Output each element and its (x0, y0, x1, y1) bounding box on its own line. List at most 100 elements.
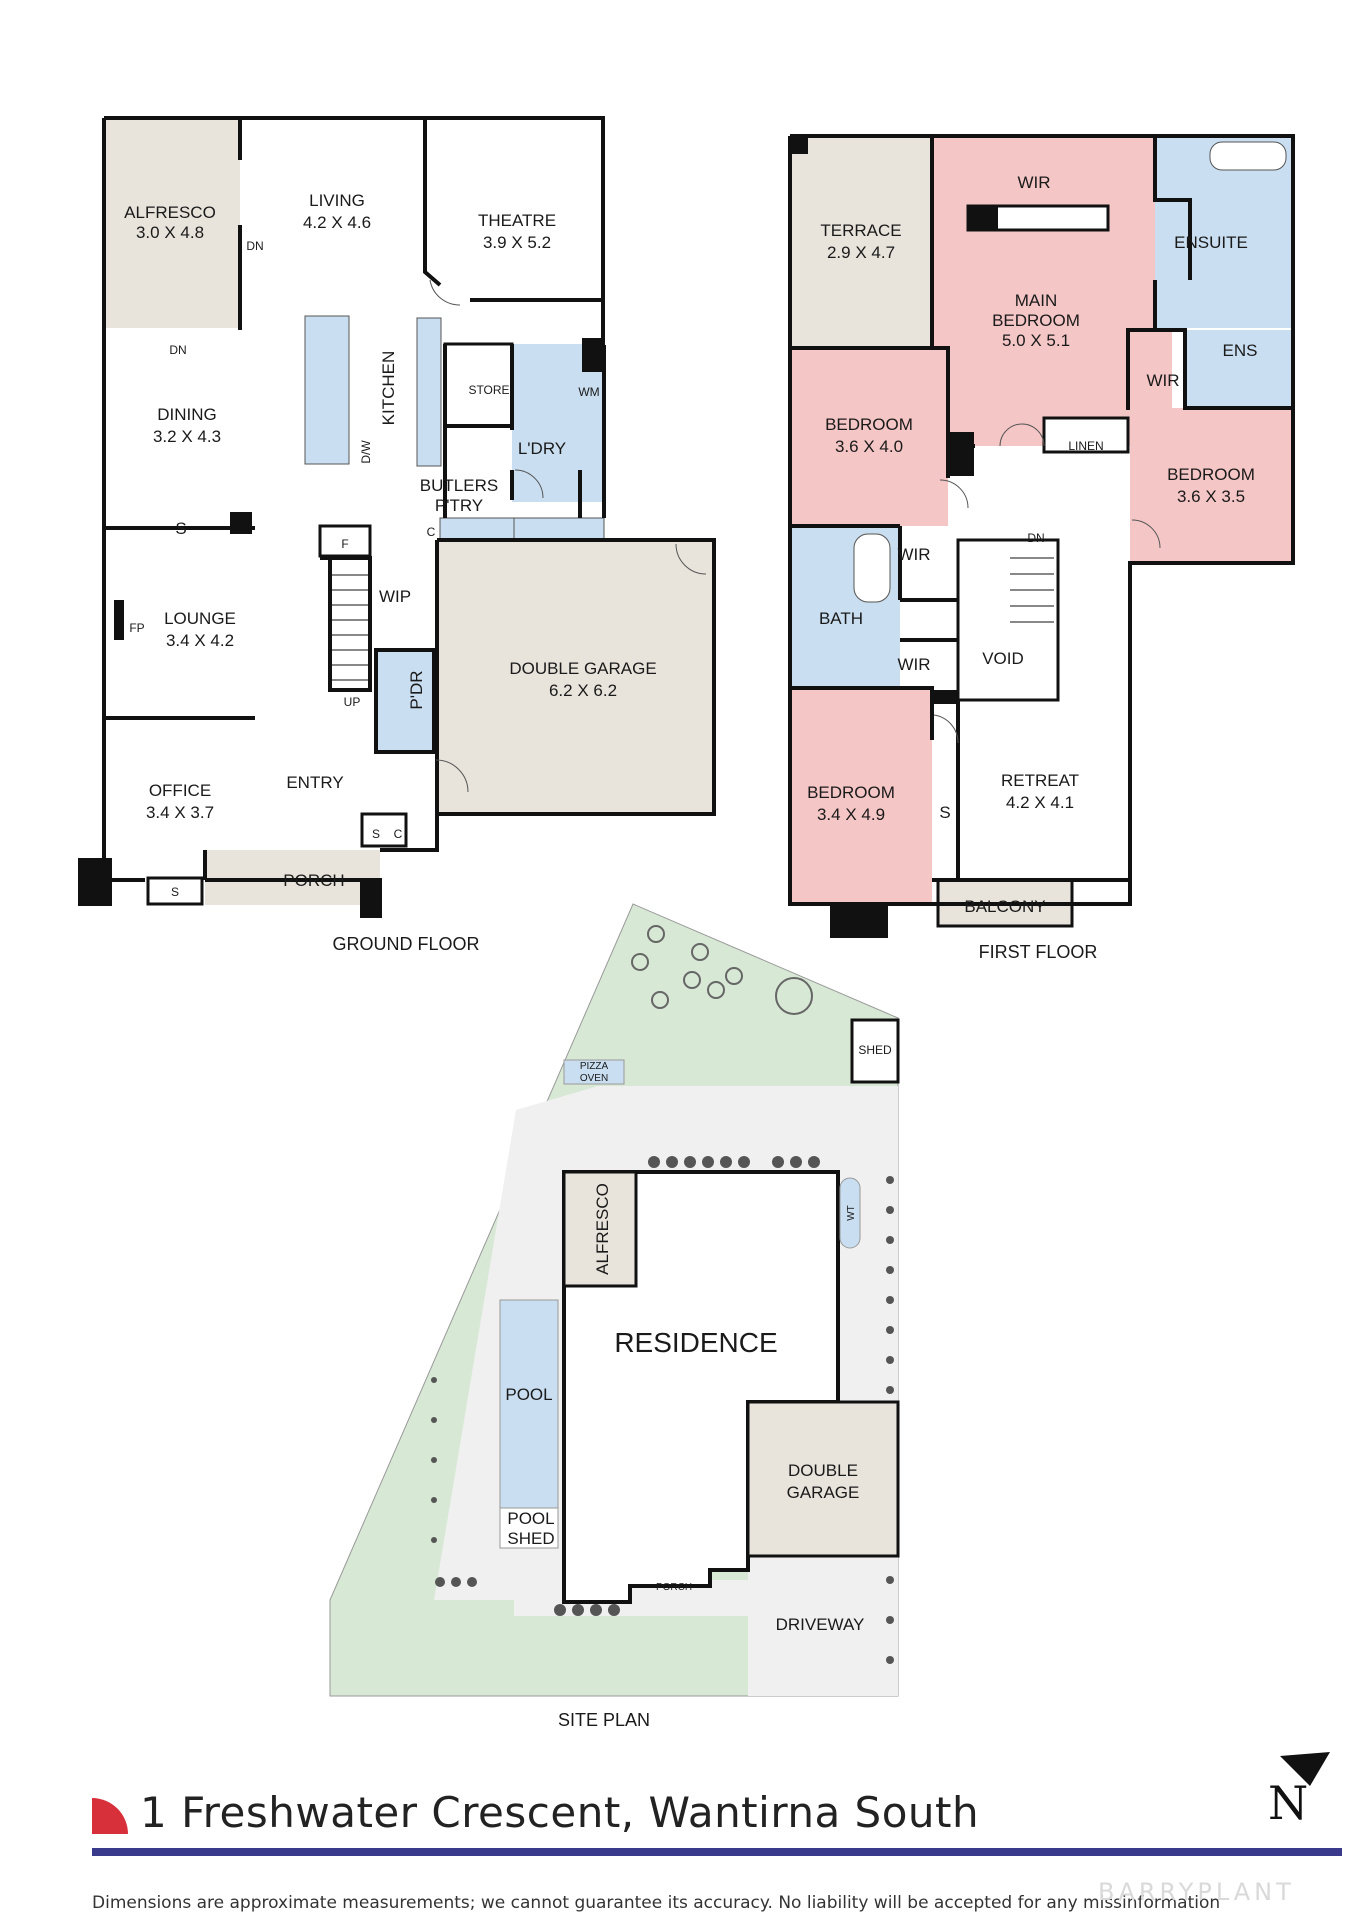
ground-wall-theatre (423, 118, 603, 302)
disclaimer-text: Dimensions are approximate measurements;… (92, 1893, 1221, 1913)
retreat-dims: 4.2 X 4.1 (1006, 793, 1074, 812)
butlers-label-1: BUTLERS (420, 476, 498, 495)
bathtub-bath (853, 533, 891, 603)
site-pool (499, 1299, 559, 1509)
bedroom-a-dims: 3.6 X 4.0 (835, 437, 903, 456)
first-door-main (999, 423, 1045, 447)
dn-label-dining: DN (169, 343, 186, 357)
ground-floor-caption: GROUND FLOOR (332, 934, 479, 954)
first-pillar-wir (930, 690, 958, 704)
site-pool-shed (499, 1507, 559, 1549)
bedroom-c-name: BEDROOM (807, 783, 895, 802)
footer-divider (92, 1848, 1342, 1856)
site-pool-shed-label-2: SHED (507, 1529, 554, 1548)
terrace-area (790, 136, 932, 348)
site-driveway-label: DRIVEWAY (776, 1615, 865, 1634)
powder-room-area (376, 650, 434, 752)
void-area (956, 538, 1060, 702)
alfresco-dims: 3.0 X 4.8 (136, 223, 204, 242)
s-label-lounge: S (175, 519, 186, 538)
alfresco-name: ALFRESCO (124, 203, 216, 222)
site-shed-label: SHED (858, 1043, 892, 1057)
ground-closet-sc (360, 812, 408, 848)
dn-label-first: DN (1027, 531, 1044, 545)
site-plan: SHED PIZZA OVEN ALFRESCO WT RESIDENCE PO… (329, 903, 900, 1730)
ground-door-entry (435, 759, 469, 793)
c-label-entry: C (394, 827, 403, 841)
first-door-bed-b (1131, 519, 1161, 549)
site-shed (850, 1018, 900, 1084)
site-wt-label: WT (846, 1205, 857, 1221)
f-label: F (341, 537, 348, 551)
property-address: 1 Freshwater Crescent, Wantirna South (140, 1788, 980, 1837)
first-stairs (1010, 557, 1054, 623)
brand-watermark: BARRYPLANT (1098, 1878, 1295, 1906)
first-floor-plan: TERRACE 2.9 X 4.7 WIR MAIN BEDROOM 5.0 X… (788, 134, 1295, 962)
store-label: STORE (468, 383, 509, 397)
garage-name: DOUBLE GARAGE (509, 659, 656, 678)
site-garage-label-2: GARAGE (787, 1483, 860, 1502)
dining-dims: 3.2 X 4.3 (153, 427, 221, 446)
ground-shelf-s (146, 876, 204, 906)
site-porch-label: PORCH (656, 1582, 692, 1593)
ground-door-laundry (514, 469, 544, 499)
ground-fridge-f (318, 524, 372, 558)
dn-label-alfresco: DN (246, 239, 263, 253)
bedroom-b-dims: 3.6 X 3.5 (1177, 487, 1245, 506)
site-pool-label: POOL (505, 1385, 552, 1404)
wir-a-label: WIR (897, 545, 930, 564)
dw-label: D/W (359, 440, 373, 464)
site-alfresco (562, 1170, 638, 1288)
terrace-dims: 2.9 X 4.7 (827, 243, 895, 262)
site-garage (746, 1400, 900, 1558)
s-label-retreat: S (939, 803, 950, 822)
bedroom-c-dims: 3.4 X 4.9 (817, 805, 885, 824)
bedroom-b-name: BEDROOM (1167, 465, 1255, 484)
kitchen-bench (416, 317, 442, 467)
ground-pillar-theatre (582, 338, 604, 372)
office-dims: 3.4 X 3.7 (146, 803, 214, 822)
theatre-dims: 3.9 X 5.2 (483, 233, 551, 252)
ground-outer-wall-north (104, 116, 605, 345)
c-label-pantry: C (427, 525, 436, 539)
living-dims: 4.2 X 4.6 (303, 213, 371, 232)
site-driveway (748, 1556, 898, 1696)
pdr-label: P'DR (407, 670, 426, 709)
site-hedge-dots (431, 1156, 894, 1664)
lounge-dims: 3.4 X 4.2 (166, 631, 234, 650)
first-door-bed-a (939, 479, 969, 509)
site-pizza-label-2: OVEN (580, 1073, 608, 1084)
ground-stairs (330, 574, 370, 681)
main-bedroom-dims: 5.0 X 5.1 (1002, 331, 1070, 350)
wm-label: WM (578, 385, 599, 399)
main-bedroom-label-1: MAIN (1015, 291, 1058, 310)
ground-wall-stair (320, 556, 372, 692)
porch-area (205, 850, 380, 905)
bath-label: BATH (819, 609, 863, 628)
site-residence-label: RESIDENCE (614, 1327, 777, 1358)
first-pillar-s (830, 906, 888, 938)
ground-wall-garage (435, 538, 716, 816)
linen-label: LINEN (1068, 439, 1103, 453)
kitchen-island (304, 315, 350, 465)
first-wall-bath (790, 638, 958, 740)
wir-main-label: WIR (1017, 173, 1050, 192)
site-pool-shed-label-1: POOL (507, 1509, 554, 1528)
entry-label: ENTRY (286, 773, 343, 792)
ens-label: ENS (1223, 341, 1258, 360)
ground-door-theatre (429, 279, 461, 306)
site-garage-label-1: DOUBLE (788, 1461, 858, 1480)
site-plan-caption: SITE PLAN (558, 1710, 650, 1730)
main-bedroom-area (932, 136, 1172, 446)
first-pillar-main (948, 432, 974, 476)
bedroom-a-name: BEDROOM (825, 415, 913, 434)
dining-name: DINING (157, 405, 217, 424)
north-arrow-icon (1280, 1752, 1330, 1786)
living-name: LIVING (309, 191, 365, 210)
first-pillar-ne (790, 136, 808, 154)
ground-wall-entry (374, 648, 436, 754)
lounge-name: LOUNGE (164, 609, 236, 628)
site-pizza-oven (563, 1059, 625, 1085)
ground-pillar-sw (78, 858, 112, 906)
